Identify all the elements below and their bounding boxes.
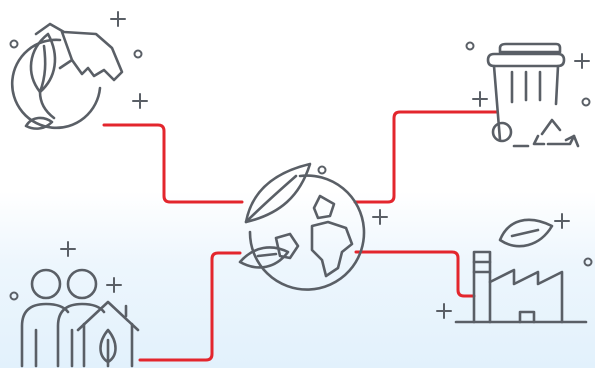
recycling-bin-icon bbox=[486, 42, 580, 148]
sparkle-icon bbox=[436, 213, 593, 319]
sparkle-icon bbox=[317, 165, 388, 225]
globe-node bbox=[238, 162, 388, 291]
sparkle-icon bbox=[9, 241, 122, 301]
connector-globe-industry bbox=[354, 250, 476, 298]
family-house-icon bbox=[20, 268, 140, 368]
connector-globe-recycling bbox=[353, 110, 499, 204]
industry-node bbox=[436, 213, 593, 324]
globe-leaf-icon bbox=[238, 162, 366, 291]
sparkle-icon bbox=[465, 41, 591, 107]
connector-biofuel-globe bbox=[102, 123, 244, 204]
fuel-nozzle-leaf-icon bbox=[10, 22, 124, 130]
recycling-node bbox=[465, 41, 591, 148]
biofuel-node bbox=[9, 11, 148, 130]
household-node bbox=[9, 241, 140, 368]
connector-household-globe bbox=[138, 251, 242, 362]
connectors bbox=[102, 110, 499, 362]
sparkle-icon bbox=[9, 11, 148, 109]
factory-leaf-icon bbox=[454, 218, 588, 324]
